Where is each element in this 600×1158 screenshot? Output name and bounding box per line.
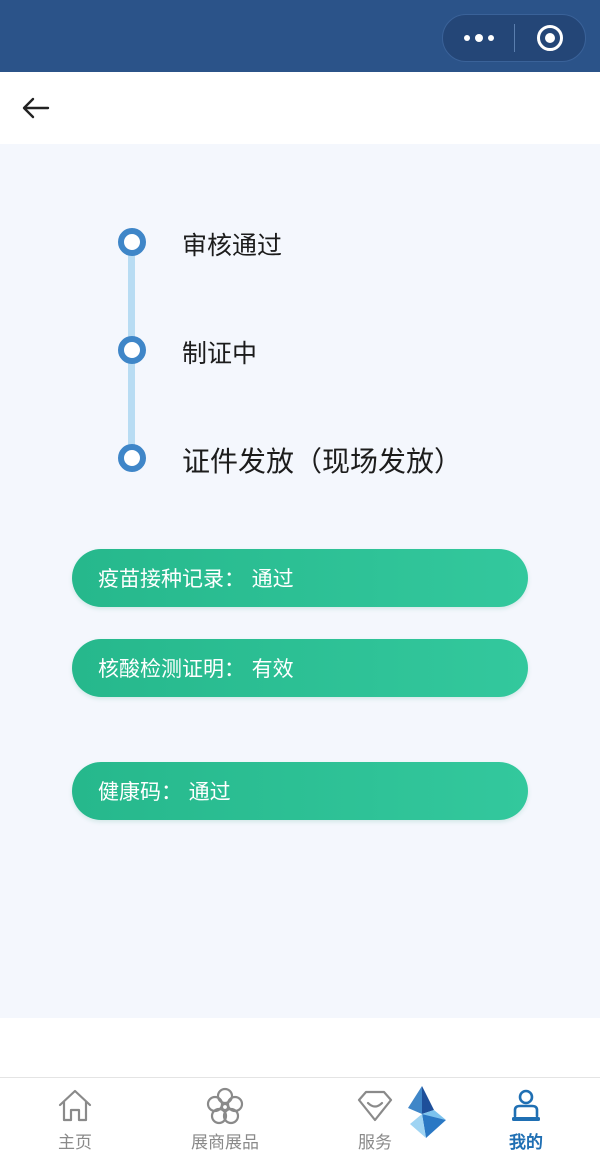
step-label-approved: 审核通过 [182,231,283,260]
close-mini-program-button[interactable] [515,15,585,61]
target-circle-icon [536,25,563,51]
vaccination-record-text: 疫苗接种记录： 通过 [98,567,294,591]
dot-icon [487,35,494,41]
user-icon [512,1089,540,1121]
content-footer-spacer [0,1018,600,1078]
navigation-bar [0,72,600,144]
tab-exhibitors-label: 展商展品 [191,1133,259,1153]
back-arrow-icon[interactable] [20,92,52,124]
nucleic-acid-test-text: 核酸检测证明： 有效 [98,657,294,681]
diamond-icon [357,1090,393,1122]
vaccination-record-pill[interactable]: 疫苗接种记录： 通过 [72,549,528,607]
nucleic-acid-test-pill[interactable]: 核酸检测证明： 有效 [72,639,528,697]
flower-icon [206,1087,244,1125]
tab-services[interactable]: 服务 [335,1078,415,1158]
tab-exhibitors[interactable]: 展商展品 [175,1078,275,1158]
capsule-divider [514,24,515,52]
health-code-text: 健康码： 通过 [98,780,231,804]
tab-services-label: 服务 [358,1133,392,1153]
mini-program-capsule [442,14,586,62]
tab-me[interactable]: 我的 [486,1078,566,1158]
tab-me-label: 我的 [509,1133,543,1153]
tab-home-label: 主页 [58,1133,92,1153]
home-icon [58,1089,92,1122]
health-code-pill[interactable]: 健康码： 通过 [72,762,528,820]
step-label-in-production: 制证中 [182,339,258,368]
dot-icon [463,35,470,41]
tab-home[interactable]: 主页 [35,1078,115,1158]
step-label-issued: 证件发放（现场发放） [182,445,463,478]
more-options-button[interactable] [443,15,514,61]
app-header-bar [0,0,600,72]
step-dot-approved [118,228,146,256]
brand-logo-icon [408,1086,446,1138]
step-dot-issued [118,444,146,472]
dot-icon [474,34,483,42]
bottom-tab-bar: 主页 展商展品 服务 我的 [0,1077,600,1158]
main-content: 审核通过 制证中 证件发放（现场发放） 疫苗接种记录： 通过 核酸检测证明： 有… [0,144,600,1018]
step-dot-in-production [118,336,146,364]
